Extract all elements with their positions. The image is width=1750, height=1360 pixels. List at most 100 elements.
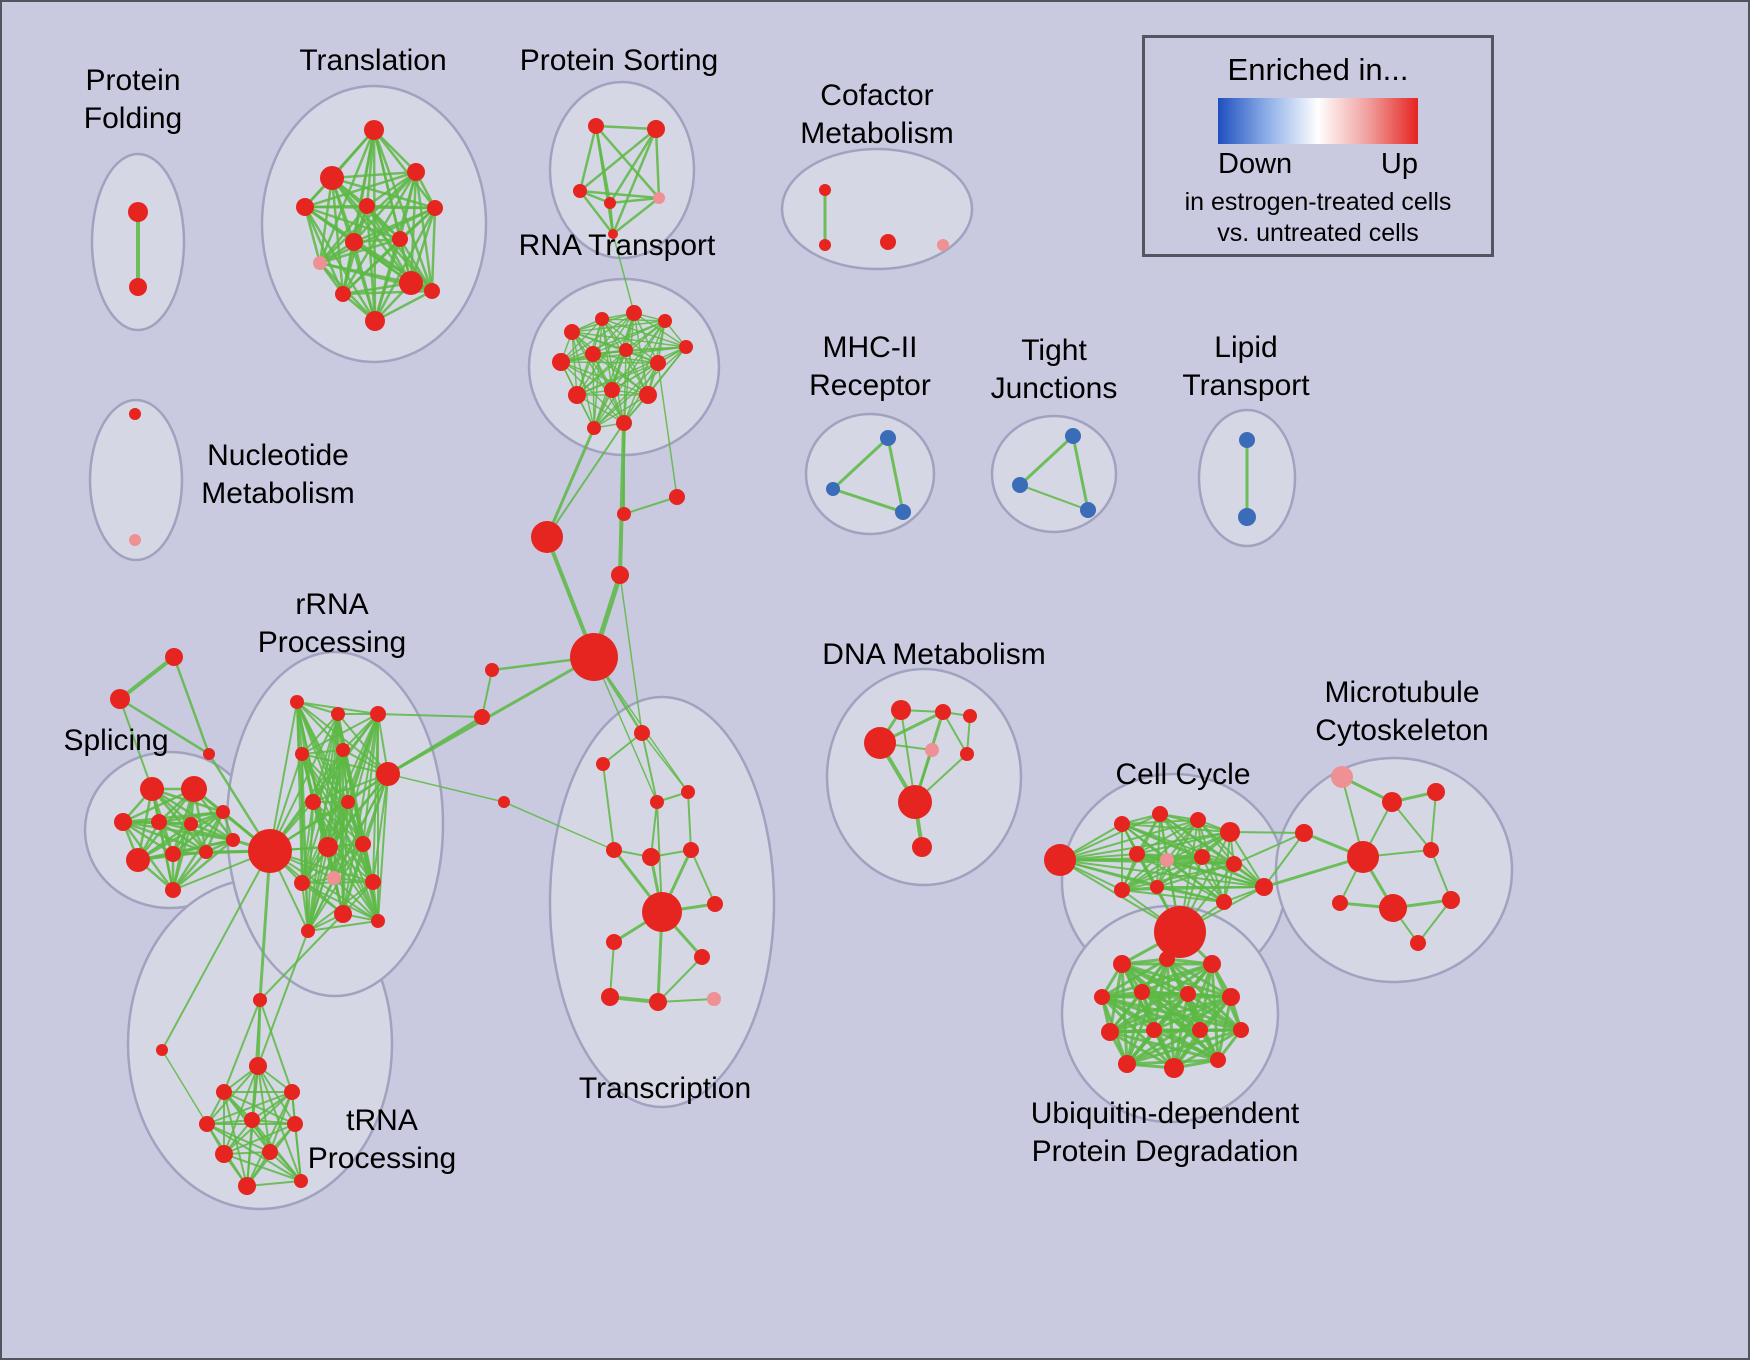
network-edge	[301, 753, 309, 932]
network-edge	[327, 846, 379, 922]
network-edge	[578, 124, 598, 193]
network-edge	[594, 124, 658, 131]
network-edge	[333, 801, 349, 879]
network-node	[199, 1116, 215, 1132]
network-node	[616, 415, 632, 431]
network-node	[1210, 1052, 1226, 1068]
network-edge	[1019, 484, 1089, 511]
network-edge	[352, 240, 377, 323]
network-node	[1146, 1022, 1162, 1038]
network-edge	[601, 318, 659, 364]
network-edge	[592, 320, 666, 355]
network-node	[392, 231, 408, 247]
network-edge	[269, 701, 298, 852]
network-edge	[312, 749, 344, 803]
legend-down-label: Down	[1218, 148, 1293, 180]
network-edge	[251, 1091, 293, 1121]
network-edge	[1121, 859, 1168, 891]
network-edge	[1186, 992, 1243, 1032]
network-edge	[623, 496, 678, 515]
network-node	[925, 743, 939, 757]
network-node	[216, 1084, 232, 1100]
network-node	[370, 706, 386, 722]
network-edge	[1108, 992, 1190, 1034]
network-node	[604, 382, 620, 398]
network-node	[181, 776, 207, 802]
network-node	[1118, 1055, 1136, 1073]
network-node	[216, 805, 230, 819]
network-node	[960, 747, 974, 761]
network-edge	[1417, 899, 1452, 944]
network-edge	[576, 394, 625, 424]
network-edge	[269, 713, 339, 852]
network-edge	[150, 787, 225, 814]
network-node	[1114, 816, 1130, 832]
network-node	[376, 762, 400, 786]
network-edge	[1262, 855, 1365, 889]
network-edge	[687, 791, 692, 851]
network-edge	[318, 237, 402, 265]
network-edge	[1229, 831, 1265, 888]
network-edge	[657, 998, 715, 1003]
network-edge	[430, 206, 437, 293]
network-edge	[301, 801, 314, 884]
network-edge	[373, 206, 437, 323]
network-edge	[571, 331, 649, 396]
legend-bar-wrap: Down Up	[1218, 98, 1418, 181]
network-node	[203, 748, 215, 760]
network-edge	[609, 941, 615, 998]
network-node	[1239, 432, 1255, 448]
network-edge	[657, 956, 703, 1003]
network-edge	[593, 318, 603, 429]
network-edge	[1152, 995, 1233, 1032]
network-edge	[633, 312, 659, 364]
network-node	[126, 848, 150, 872]
network-node	[1101, 1023, 1119, 1041]
network-edge	[611, 196, 661, 236]
network-edge	[831, 436, 890, 491]
network-node	[485, 663, 499, 677]
network-edge	[592, 353, 649, 396]
network-edge	[654, 127, 661, 200]
network-node	[826, 482, 840, 496]
network-node	[570, 633, 618, 681]
network-node	[588, 118, 604, 134]
network-edge	[576, 349, 627, 396]
network-edge	[576, 346, 687, 396]
network-edge	[377, 713, 483, 718]
network-edge	[136, 810, 225, 862]
network-edge	[373, 237, 402, 323]
network-edge	[352, 206, 437, 244]
network-node	[334, 905, 352, 923]
network-edge	[1125, 1028, 1202, 1066]
network-edge	[594, 124, 661, 200]
network-edge	[602, 732, 643, 765]
network-node	[341, 795, 355, 809]
network-node	[359, 198, 375, 214]
network-edge	[593, 656, 658, 803]
network-node	[1233, 1022, 1249, 1038]
network-node	[639, 386, 657, 404]
network-edge	[257, 1065, 296, 1125]
network-edge	[1100, 962, 1214, 999]
network-node	[151, 814, 167, 830]
network-node	[284, 1084, 300, 1100]
network-edge	[398, 237, 434, 293]
network-node	[587, 421, 601, 435]
network-edge	[1140, 962, 1214, 994]
network-node	[1347, 841, 1379, 873]
network-node	[1423, 842, 1439, 858]
network-node	[898, 785, 932, 819]
network-node	[1080, 502, 1096, 518]
network-node	[165, 846, 181, 862]
network-edge	[593, 394, 649, 429]
network-edge	[365, 204, 437, 210]
network-node	[606, 934, 622, 950]
